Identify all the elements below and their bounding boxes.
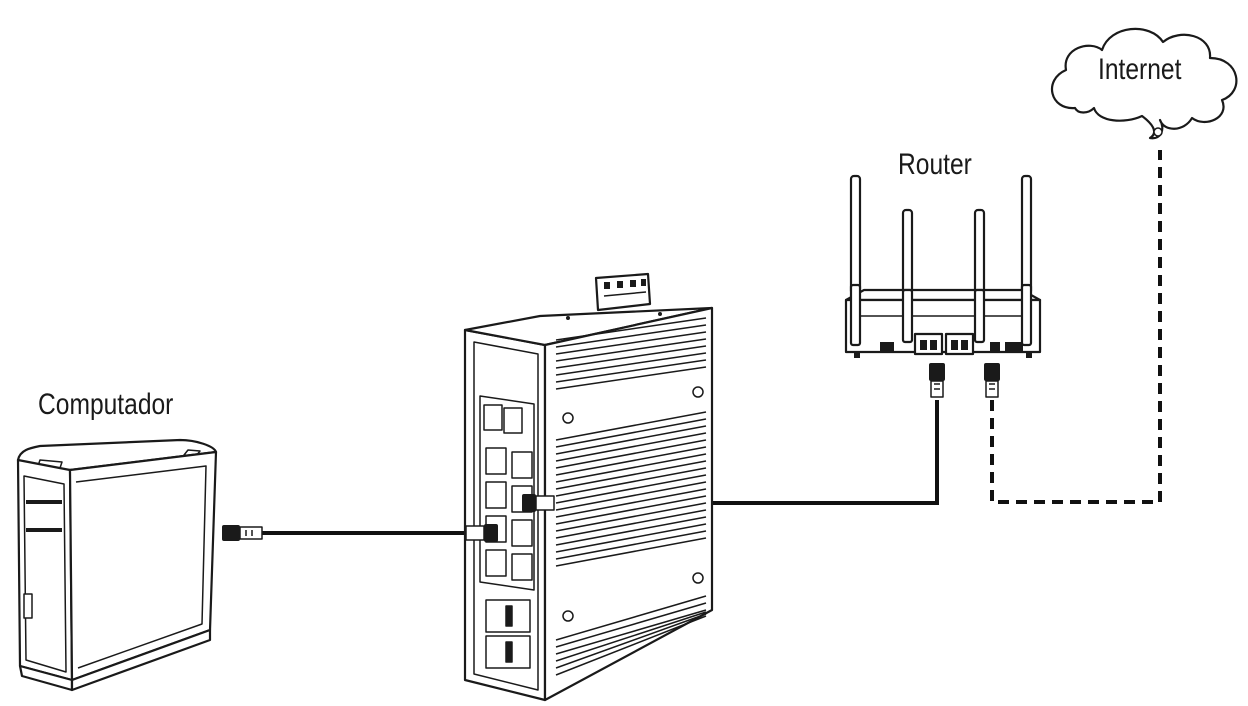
router-icon bbox=[844, 174, 1042, 358]
switch-port-plug-right-icon bbox=[522, 494, 555, 512]
computer-plug-icon bbox=[222, 525, 263, 541]
router-label: Router bbox=[898, 148, 972, 181]
internet-cloud-icon bbox=[1050, 27, 1238, 140]
cable-router-internet bbox=[990, 150, 1162, 504]
computer-icon bbox=[16, 438, 218, 692]
switch-icon bbox=[463, 272, 714, 702]
internet-label: Internet bbox=[1098, 53, 1182, 86]
router-wan-plug-icon bbox=[984, 363, 1000, 398]
computer-label: Computador bbox=[38, 388, 174, 421]
switch-port-plug-left-icon bbox=[465, 524, 498, 542]
router-lan-plug-icon bbox=[929, 363, 945, 398]
